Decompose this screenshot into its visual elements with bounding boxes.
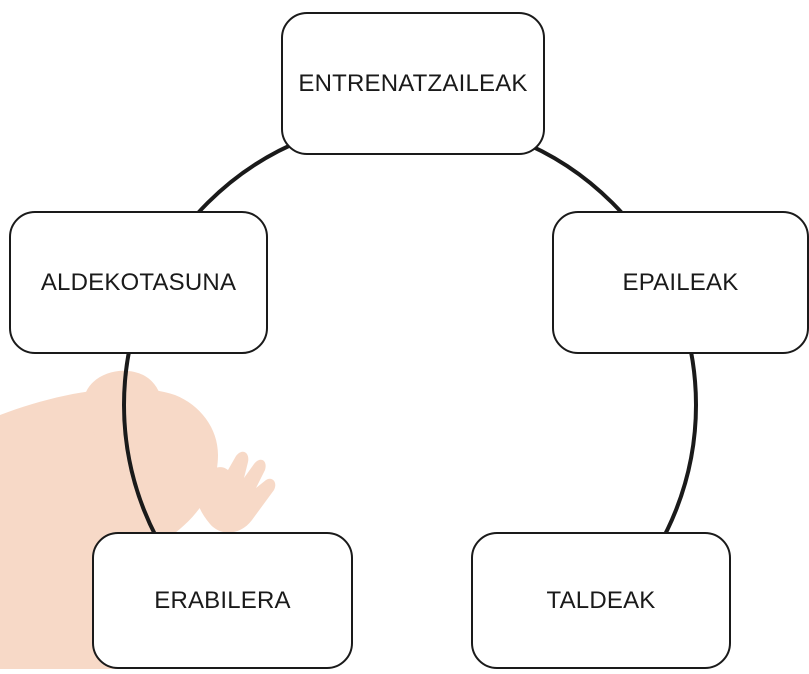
node-taldeak: TALDEAK <box>471 532 731 669</box>
node-label: ALDEKOTASUNA <box>40 268 237 296</box>
node-aldekotasuna: ALDEKOTASUNA <box>9 211 268 354</box>
node-entrenatzaileak: ENTRENATZAILEAK <box>281 12 545 155</box>
node-label: EPAILEAK <box>622 268 739 296</box>
node-label: ENTRENATZAILEAK <box>298 69 528 97</box>
node-erabilera: ERABILERA <box>92 532 353 669</box>
node-label: TALDEAK <box>546 586 656 614</box>
node-epaileak: EPAILEAK <box>552 211 809 354</box>
node-label: ERABILERA <box>154 586 291 614</box>
